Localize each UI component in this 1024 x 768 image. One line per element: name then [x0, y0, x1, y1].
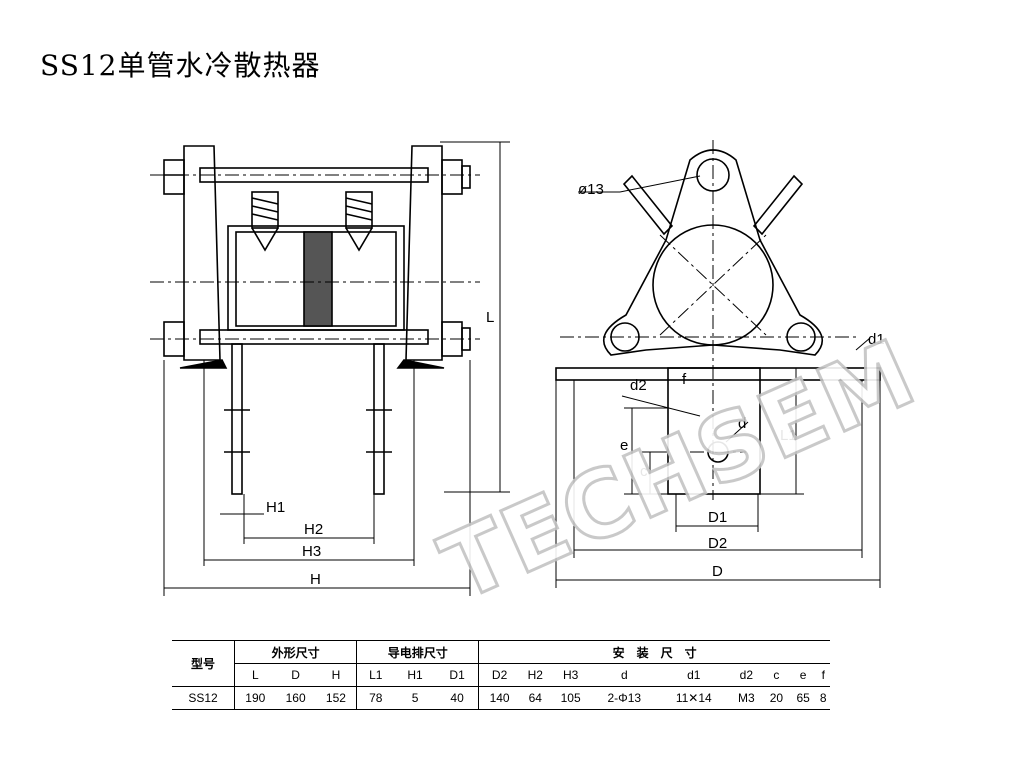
table-cell: 8: [816, 686, 830, 710]
column-header: D2: [478, 663, 520, 687]
table-cell-model: SS12: [172, 686, 235, 710]
column-header: e: [799, 668, 807, 682]
dim-label-L: L: [486, 309, 494, 326]
dim-label-f: f: [682, 371, 687, 388]
dim-label-phi13: ø13: [578, 181, 604, 198]
table-cell: 160: [275, 686, 316, 710]
page-title: SS12单管水冷散热器: [40, 49, 321, 82]
table-cell: 11✕14: [657, 686, 730, 710]
side-view: [555, 149, 881, 588]
table-cell: M3: [729, 686, 764, 710]
dim-label-d2: d2: [630, 377, 647, 394]
dim-label-D1: D1: [708, 509, 727, 526]
column-header: L: [233, 663, 276, 687]
table-column-header-row: L D H L1 H1 D1 D2 H2 H3 d d1 d2 c e f: [172, 663, 830, 687]
dim-label-D2: D2: [708, 535, 727, 552]
dim-label-L1: L1: [780, 427, 797, 444]
table-cell: 190: [233, 686, 276, 710]
table-cell: 65: [789, 686, 817, 710]
column-header: H2: [527, 668, 543, 682]
column-header: D1: [449, 668, 465, 682]
dim-label-c: c: [640, 463, 648, 480]
dim-label-H1: H1: [266, 499, 285, 516]
column-header: d: [620, 668, 628, 682]
table-cell: 20: [763, 686, 790, 710]
column-header: D: [291, 668, 300, 682]
column-header: H: [331, 668, 341, 682]
column-header: c: [773, 668, 780, 682]
dim-label-H3: H3: [302, 543, 321, 560]
table-cell: 64: [519, 686, 551, 710]
table-cell: 40: [435, 686, 479, 710]
table-cell: 78: [356, 686, 395, 710]
dim-label-H2: H2: [304, 521, 323, 538]
table-cell: 2-Φ13: [590, 686, 658, 710]
table-header-model: 型号: [190, 657, 215, 671]
table-row: SS12 190 160 152 78 5 40 140 64 105 2-Φ1…: [172, 686, 830, 710]
column-header: d1: [687, 668, 701, 682]
dim-label-d1: d1: [868, 331, 885, 348]
column-header: d2: [739, 668, 754, 682]
table-cell: 105: [550, 686, 591, 710]
column-header: L1: [356, 663, 395, 687]
dim-label-d: d: [738, 415, 746, 432]
table-group-busbar: 导电排尺寸: [356, 640, 479, 664]
dim-label-D: D: [712, 563, 723, 580]
column-header: H3: [562, 668, 579, 682]
front-view: [163, 141, 510, 596]
table-group-install: 安 装 尺 寸: [478, 640, 830, 664]
table-group-outline: 外形尺寸: [233, 640, 357, 664]
table-cell: 5: [394, 686, 436, 710]
dim-label-e: e: [620, 437, 628, 454]
table-cell: 152: [315, 686, 357, 710]
spec-table: 型号 外形尺寸 导电排尺寸 安 装 尺 寸 L D H L1 H1 D1 D2 …: [172, 640, 830, 710]
technical-drawing: L H1 H2 H3 H ø13 d1 d2 f d e c L1 D1 D2 …: [150, 140, 885, 596]
column-header: f: [821, 668, 825, 682]
column-header: H1: [407, 668, 423, 682]
dim-label-H: H: [310, 571, 321, 588]
table-cell: 140: [478, 686, 520, 710]
